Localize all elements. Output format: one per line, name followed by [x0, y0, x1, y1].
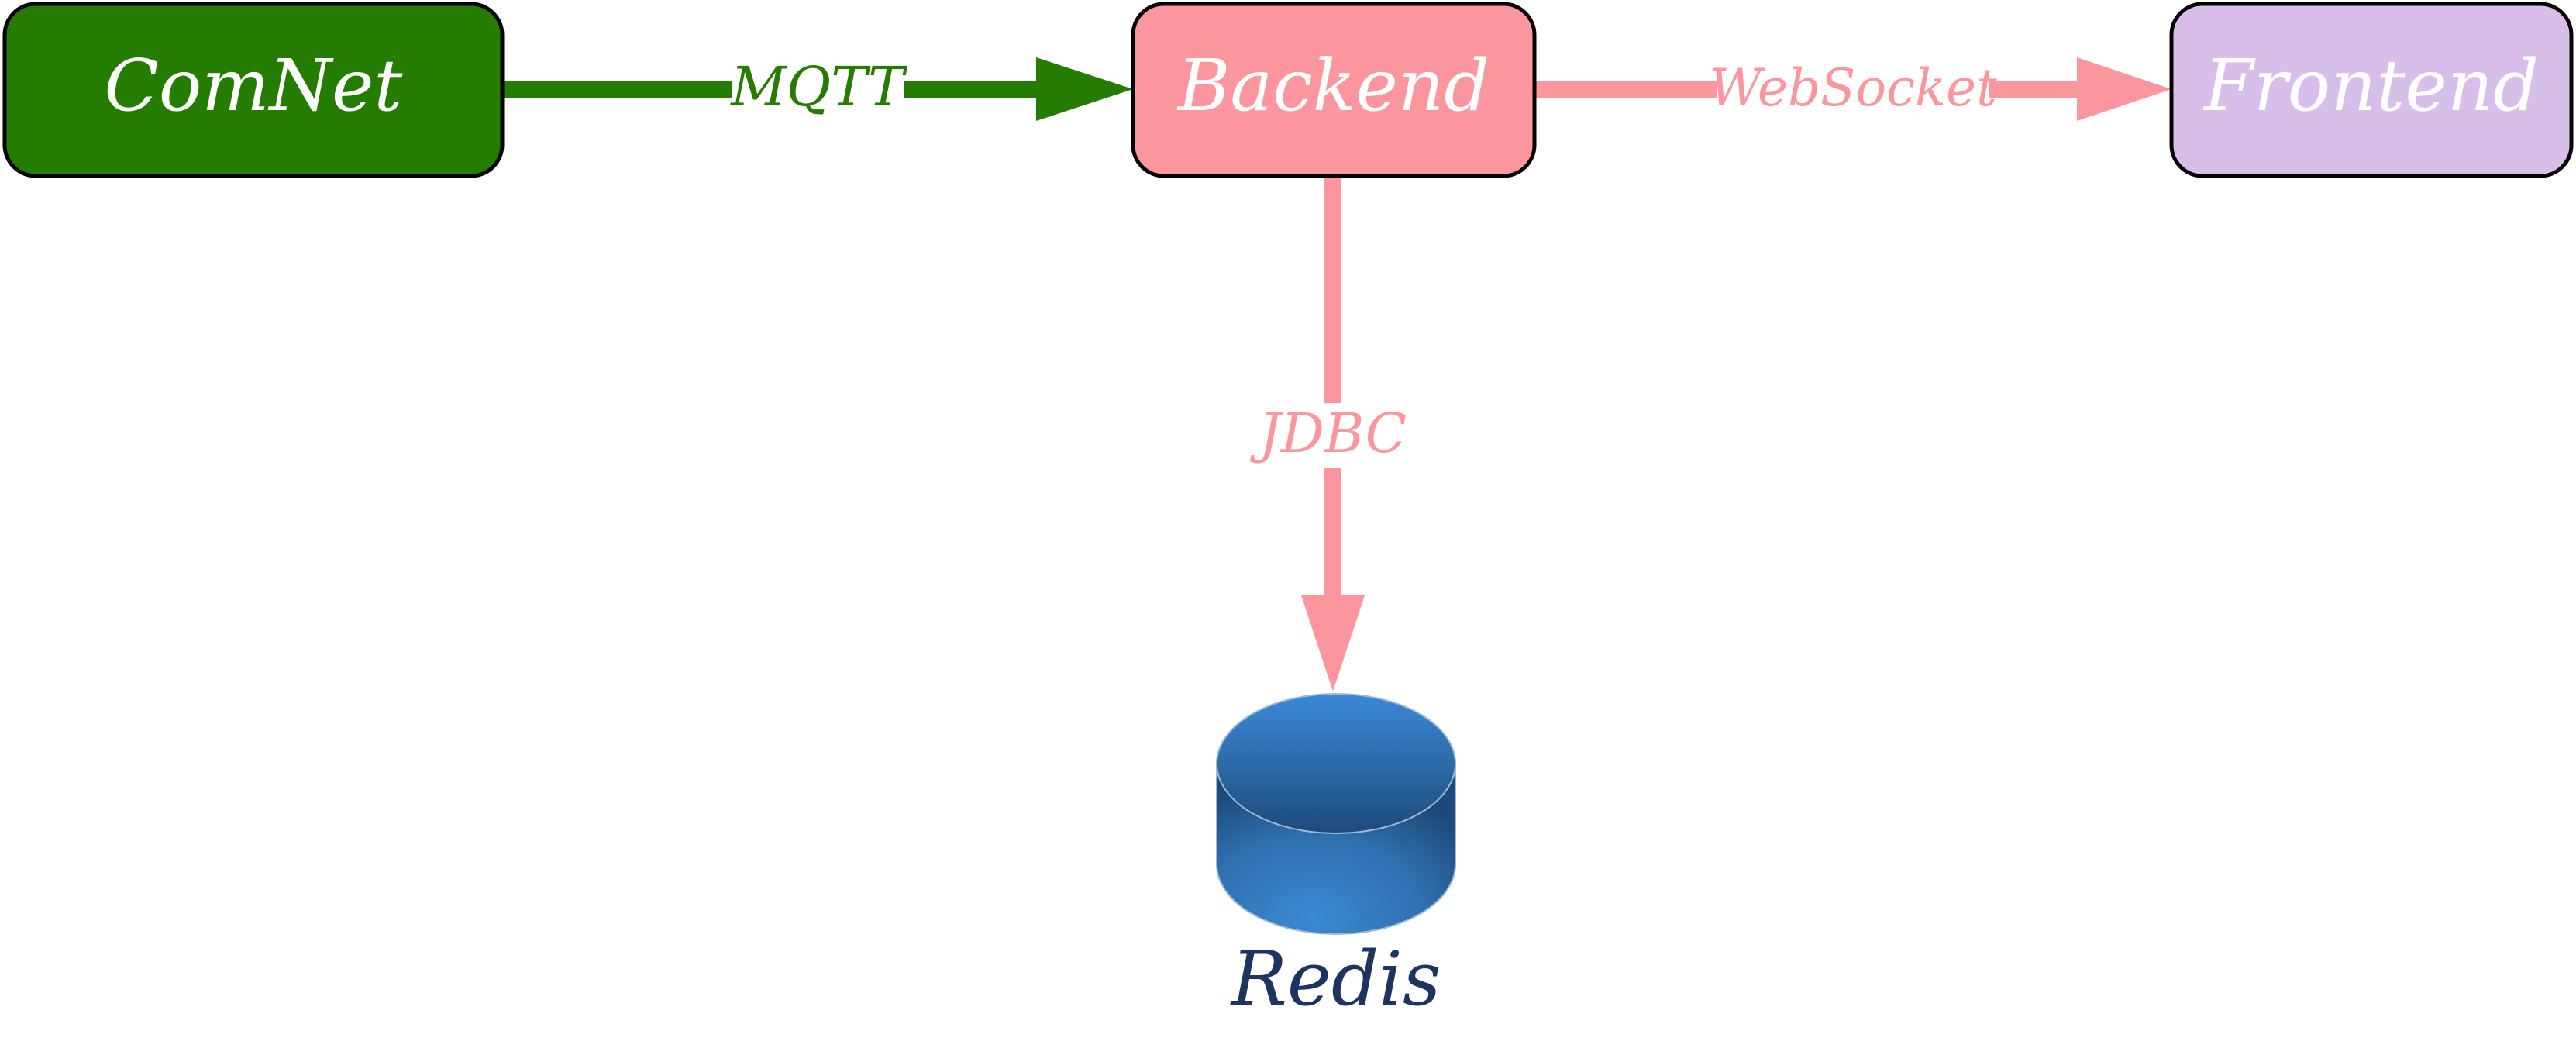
backend-label: Backend	[1176, 44, 1489, 127]
mqtt-arrowhead	[1036, 57, 1133, 121]
websocket-arrowhead	[2077, 57, 2171, 121]
comnet-box	[2, 2, 505, 178]
edge-jdbc: JDBC	[1248, 177, 1418, 691]
frontend-label: Frontend	[2202, 44, 2539, 127]
database-icon	[1216, 693, 1456, 935]
redis-label: Redis	[1230, 936, 1441, 1022]
node-backend: Backend	[1131, 2, 1537, 178]
jdbc-label-bg	[1248, 403, 1418, 468]
frontend-box	[2169, 2, 2574, 178]
mqtt-label: MQTT	[729, 55, 907, 119]
redis-cylinder-top	[1216, 693, 1456, 834]
node-redis: Redis	[1216, 693, 1456, 1022]
node-comnet: ComNet	[2, 2, 505, 178]
node-frontend: Frontend	[2169, 2, 2574, 178]
backend-box	[1131, 2, 1537, 178]
jdbc-arrowhead	[1301, 595, 1365, 691]
jdbc-label: JDBC	[1250, 402, 1407, 465]
websocket-label-bg	[1717, 62, 1989, 115]
websocket-label: WebSocket	[1709, 58, 1997, 118]
edge-mqtt: MQTT	[504, 55, 1133, 121]
mqtt-label-bg	[732, 62, 904, 115]
edge-websocket: WebSocket	[1534, 57, 2171, 121]
comnet-label: ComNet	[105, 44, 404, 127]
